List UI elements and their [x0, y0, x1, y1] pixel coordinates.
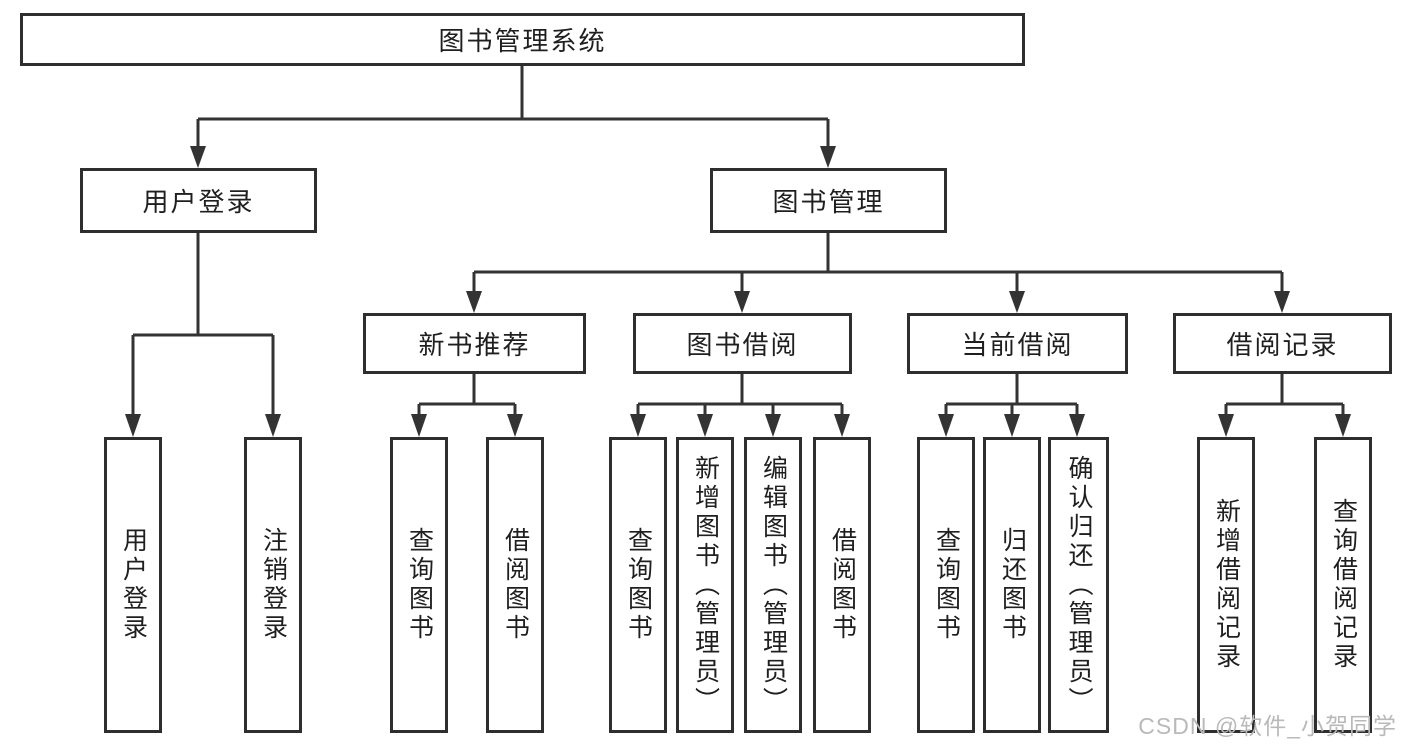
- node-label: 查询图书: [932, 527, 961, 643]
- node-leaf-return-books: 归还图书: [983, 437, 1041, 733]
- node-label: 用户登录: [142, 187, 255, 217]
- node-leaf-query-borrow-record: 查询借阅记录: [1314, 437, 1372, 733]
- node-label: 查询图书: [624, 527, 653, 643]
- node-label: 确认归还（管理员）: [1065, 454, 1093, 716]
- csdn-watermark: CSDN @软件_小贺同学: [1138, 713, 1397, 739]
- node-label: 注销登录: [259, 527, 288, 643]
- node-label: 借阅图书: [501, 527, 530, 643]
- connector-currentborrow-children: [938, 374, 1085, 437]
- node-label: 新增图书（管理员）: [691, 454, 720, 716]
- node-current-borrowing: 当前借阅: [907, 313, 1128, 374]
- connector-bookborrow-children: [630, 374, 850, 437]
- node-label: 用户登录: [119, 527, 148, 643]
- node-book-borrowing: 图书借阅: [633, 313, 852, 374]
- node-label: 图书管理系统: [438, 26, 607, 56]
- connector-bookmgmt-to-level3: [466, 233, 1290, 313]
- node-leaf-query-books-2: 查询图书: [609, 437, 667, 733]
- connector-userlogin-children: [125, 233, 281, 437]
- node-label: 当前借阅: [961, 330, 1074, 360]
- node-user-login: 用户登录: [80, 168, 317, 233]
- node-leaf-edit-books-admin: 编辑图书（管理员）: [744, 437, 802, 733]
- node-label: 借阅图书: [828, 527, 857, 643]
- node-book-management: 图书管理: [710, 168, 947, 233]
- connector-newbooks-children: [411, 374, 523, 437]
- node-leaf-add-books-admin: 新增图书（管理员）: [676, 437, 734, 733]
- node-label: 查询借阅记录: [1329, 498, 1358, 672]
- node-leaf-query-books-1: 查询图书: [390, 437, 448, 733]
- node-label: 图书借阅: [686, 330, 799, 360]
- node-label: 归还图书: [998, 527, 1027, 643]
- node-leaf-add-borrow-record: 新增借阅记录: [1197, 437, 1255, 733]
- node-leaf-query-books-3: 查询图书: [917, 437, 975, 733]
- node-leaf-user-login: 用户登录: [104, 437, 162, 733]
- node-root-system: 图书管理系统: [20, 13, 1025, 66]
- node-leaf-borrow-books-2: 借阅图书: [813, 437, 871, 733]
- node-leaf-logout: 注销登录: [244, 437, 302, 733]
- node-label: 新增借阅记录: [1212, 498, 1241, 672]
- node-label: 新书推荐: [418, 330, 531, 360]
- node-new-book-recommend: 新书推荐: [363, 313, 586, 374]
- node-label: 借阅记录: [1226, 330, 1339, 360]
- node-leaf-borrow-books-1: 借阅图书: [486, 437, 544, 733]
- node-label: 查询图书: [405, 527, 434, 643]
- node-borrowing-records: 借阅记录: [1173, 313, 1392, 374]
- node-label: 编辑图书（管理员）: [759, 454, 788, 716]
- node-label: 图书管理: [772, 187, 885, 217]
- connector-root-to-level2: [190, 66, 836, 168]
- node-leaf-confirm-return-admin: 确认归还（管理员）: [1048, 437, 1109, 733]
- connector-records-children: [1218, 374, 1351, 437]
